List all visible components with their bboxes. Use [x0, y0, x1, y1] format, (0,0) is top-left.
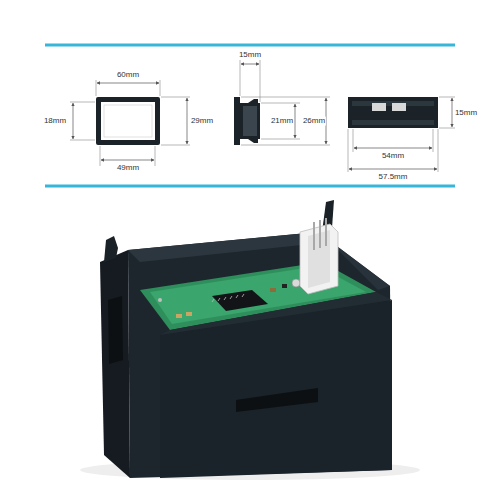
- dimension-label: 29mm: [190, 117, 214, 126]
- dimension-label: 15mm: [238, 51, 262, 60]
- dimension-label: 15mm: [454, 109, 478, 118]
- rule-line: [45, 44, 455, 47]
- housing-photo: [80, 200, 420, 480]
- bottom-view: [348, 97, 455, 172]
- dimension-label: 26mm: [302, 117, 326, 126]
- front-view: [70, 80, 190, 166]
- rule-line: [45, 185, 455, 188]
- dimension-label: 54mm: [381, 152, 405, 161]
- dimension-label: 18mm: [43, 117, 67, 126]
- side-view: [234, 60, 330, 145]
- dimension-label: 60mm: [116, 71, 140, 80]
- dimension-label: 21mm: [270, 117, 294, 126]
- dimension-label: 57.5mm: [378, 173, 409, 182]
- dimension-label: 49mm: [116, 164, 140, 173]
